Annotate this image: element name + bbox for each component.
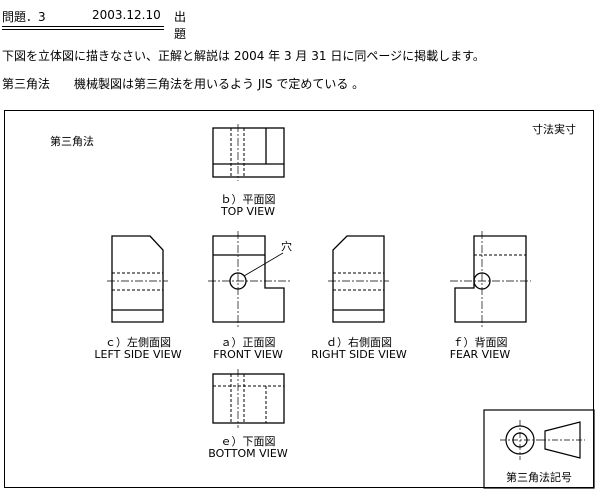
method-label: 第三角法 — [50, 135, 94, 148]
front-view-label: ａ）正面図 FRONT VIEW — [193, 337, 303, 361]
topic-name: 第三角法 — [2, 77, 51, 91]
left-view-label-jp: ｃ）左側面図 — [105, 336, 171, 349]
top-view-label-jp: ｂ）平面図 — [220, 193, 276, 206]
front-view-drawing — [208, 231, 290, 328]
problem-header: 問題．3 2003.12.10 出題 — [2, 4, 186, 41]
top-view-label-en: TOP VIEW — [220, 205, 276, 218]
right-view-label: ｄ）右側面図 RIGHT SIDE VIEW — [300, 337, 418, 361]
problem-title: 出題 — [174, 10, 187, 41]
third-angle-symbol — [483, 409, 595, 489]
bottom-view-drawing — [212, 369, 285, 428]
header-underline-double — [2, 29, 164, 30]
hole-label: 穴 — [281, 240, 292, 253]
front-view-label-jp: ａ）正面図 — [220, 336, 276, 349]
header-underline — [2, 26, 164, 27]
right-view-drawing — [328, 235, 389, 323]
bottom-view-label-en: BOTTOM VIEW — [208, 447, 288, 460]
problem-number: 問題．3 — [2, 10, 46, 24]
back-view-label: ｆ）背面図 FEAR VIEW — [430, 337, 530, 361]
left-view-label-en: LEFT SIDE VIEW — [94, 348, 182, 361]
top-view-drawing — [212, 124, 285, 181]
bottom-view-label-jp: ｅ）下面図 — [220, 435, 276, 448]
scale-label: 寸法実寸 — [532, 123, 576, 136]
right-view-label-jp: ｄ）右側面図 — [326, 336, 392, 349]
instruction-text: 下図を立体図に描きなさい、正解と解説は 2004 年 3 月 31 日に同ページ… — [2, 49, 485, 63]
symbol-label: 第三角法記号 — [506, 471, 572, 484]
problem-date: 2003.12.10 — [92, 8, 161, 22]
left-view-drawing — [107, 235, 168, 323]
front-view-label-en: FRONT VIEW — [213, 348, 283, 361]
topic-note: 機械製図は第三角法を用いるよう JIS で定めている 。 — [74, 77, 365, 91]
drawing-frame — [4, 110, 594, 488]
back-view-label-jp: ｆ）背面図 — [452, 336, 508, 349]
back-view-drawing — [450, 231, 531, 328]
bottom-view-label: ｅ）下面図 BOTTOM VIEW — [193, 436, 303, 460]
top-view-label: ｂ）平面図 TOP VIEW — [198, 194, 298, 218]
topic-line: 第三角法 機械製図は第三角法を用いるよう JIS で定めている 。 — [2, 75, 364, 92]
right-view-label-en: RIGHT SIDE VIEW — [311, 348, 407, 361]
left-view-label: ｃ）左側面図 LEFT SIDE VIEW — [78, 337, 198, 361]
back-view-label-en: FEAR VIEW — [449, 348, 511, 361]
